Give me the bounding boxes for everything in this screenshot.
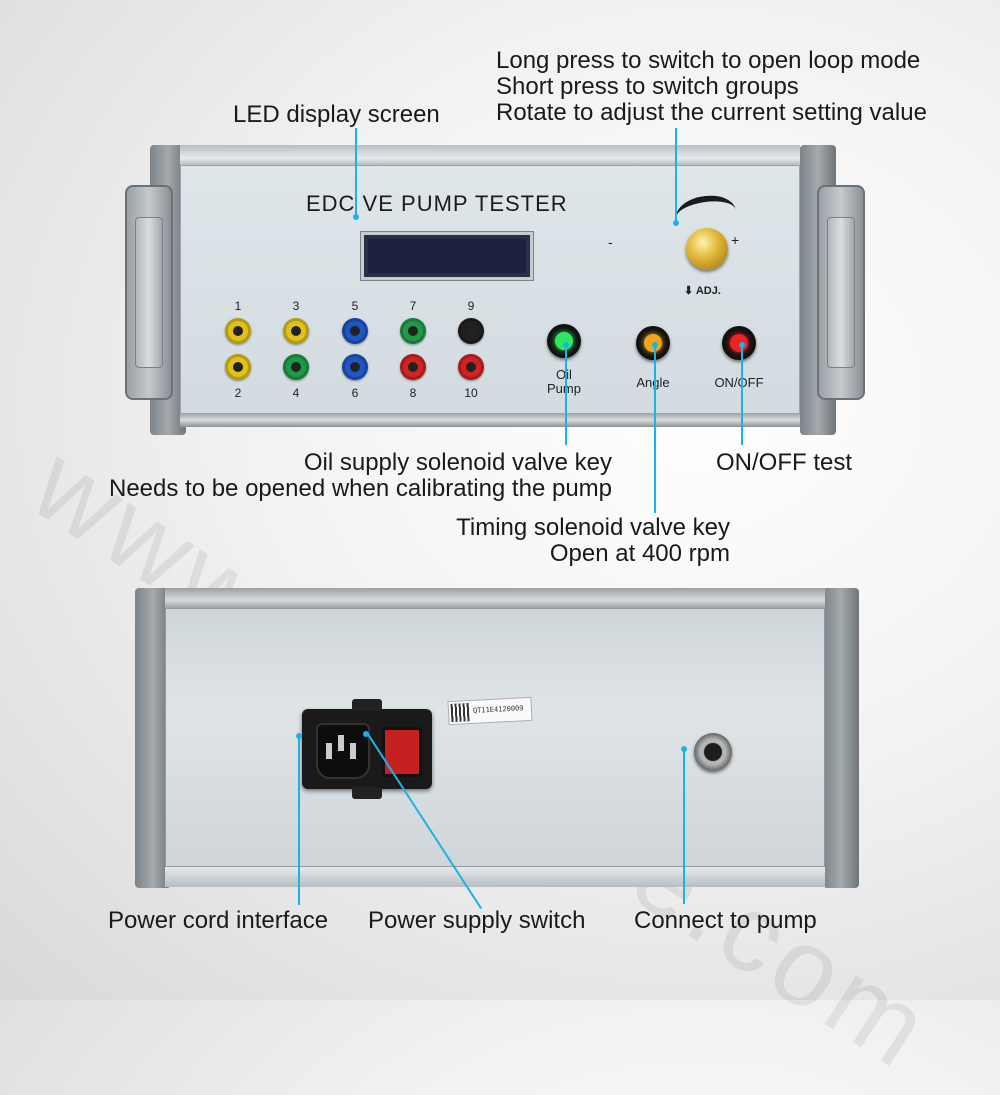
- led-display-screen: [361, 232, 533, 280]
- power-supply-switch[interactable]: [382, 727, 422, 777]
- callout-oil-supply: Oil supply solenoid valve key Needs to b…: [108, 449, 612, 502]
- oil-pump-button[interactable]: [547, 324, 581, 358]
- adjust-knob[interactable]: [686, 228, 728, 270]
- jack-number: 4: [292, 386, 300, 400]
- right-handle: [817, 185, 865, 400]
- qr-code-icon: [450, 703, 470, 723]
- front-faceplate: EDC VE PUMP TESTER - + ⬇ ADJ. 1 3 5 7 9 …: [180, 165, 800, 417]
- top-rail: [165, 588, 825, 610]
- leader-dot: [296, 733, 302, 739]
- test-jack-8[interactable]: [400, 354, 426, 380]
- jack-number: 1: [234, 299, 242, 313]
- leader-dot: [739, 342, 745, 348]
- leader-line-oil: [565, 345, 567, 445]
- jack-number: 3: [292, 299, 300, 313]
- callout-on-off: ON/OFF test: [716, 449, 853, 476]
- jack-number: 2: [234, 386, 242, 400]
- power-cord-socket[interactable]: [316, 723, 370, 779]
- left-handle: [125, 185, 173, 400]
- right-end-cap: [823, 588, 859, 888]
- leader-line-knob: [675, 128, 677, 222]
- test-jack-9[interactable]: [458, 318, 484, 344]
- jack-number: 5: [351, 299, 359, 313]
- callout-knob: Long press to switch to open loop mode S…: [496, 47, 927, 126]
- jack-number: 8: [409, 386, 417, 400]
- knob-minus-sign: -: [608, 234, 613, 250]
- bottom-rail: [180, 413, 800, 427]
- leader-dot: [563, 342, 569, 348]
- jack-number: 10: [464, 386, 478, 400]
- top-rail: [180, 145, 800, 167]
- test-jack-5[interactable]: [342, 318, 368, 344]
- test-jack-6[interactable]: [342, 354, 368, 380]
- serial-sticker: QT11E4120009: [447, 696, 533, 726]
- callout-power-switch: Power supply switch: [368, 907, 586, 934]
- knob-plus-sign: +: [731, 232, 740, 248]
- test-jack-4[interactable]: [283, 354, 309, 380]
- test-jack-1[interactable]: [225, 318, 251, 344]
- leader-dot: [363, 731, 369, 737]
- test-jack-2[interactable]: [225, 354, 251, 380]
- test-jack-7[interactable]: [400, 318, 426, 344]
- leader-dot: [673, 220, 679, 226]
- back-faceplate: QT11E4120009: [165, 608, 825, 870]
- jack-number: 6: [351, 386, 359, 400]
- leader-line-onoff: [741, 345, 743, 445]
- leader-line-timing: [654, 345, 656, 513]
- leader-line-led: [355, 128, 357, 216]
- leader-dot: [681, 746, 687, 752]
- leader-line-connect-pump: [683, 748, 685, 904]
- leader-dot: [652, 342, 658, 348]
- on-off-button-label: ON/OFF: [714, 375, 764, 390]
- jack-number: 7: [409, 299, 417, 313]
- callout-timing: Timing solenoid valve key Open at 400 rp…: [456, 514, 730, 567]
- callout-power-cord: Power cord interface: [108, 907, 329, 934]
- pump-connector[interactable]: [694, 733, 732, 771]
- back-panel-device: QT11E4120009: [135, 588, 859, 888]
- leader-dot: [353, 214, 359, 220]
- callout-led-display: LED display screen: [233, 101, 440, 128]
- callout-connect-pump: Connect to pump: [634, 907, 817, 934]
- test-jack-10[interactable]: [458, 354, 484, 380]
- angle-button-label: Angle: [636, 375, 670, 390]
- test-jack-3[interactable]: [283, 318, 309, 344]
- power-inlet-module: [302, 699, 432, 799]
- oil-pump-button-label: Oil Pump: [547, 367, 581, 396]
- knob-adj-label: ⬇ ADJ.: [684, 285, 721, 297]
- leader-line-power-cord: [298, 735, 300, 905]
- device-title: EDC VE PUMP TESTER: [306, 191, 568, 216]
- front-panel-device: EDC VE PUMP TESTER - + ⬇ ADJ. 1 3 5 7 9 …: [125, 145, 865, 435]
- jack-number: 9: [467, 299, 475, 313]
- bottom-rail: [165, 866, 825, 887]
